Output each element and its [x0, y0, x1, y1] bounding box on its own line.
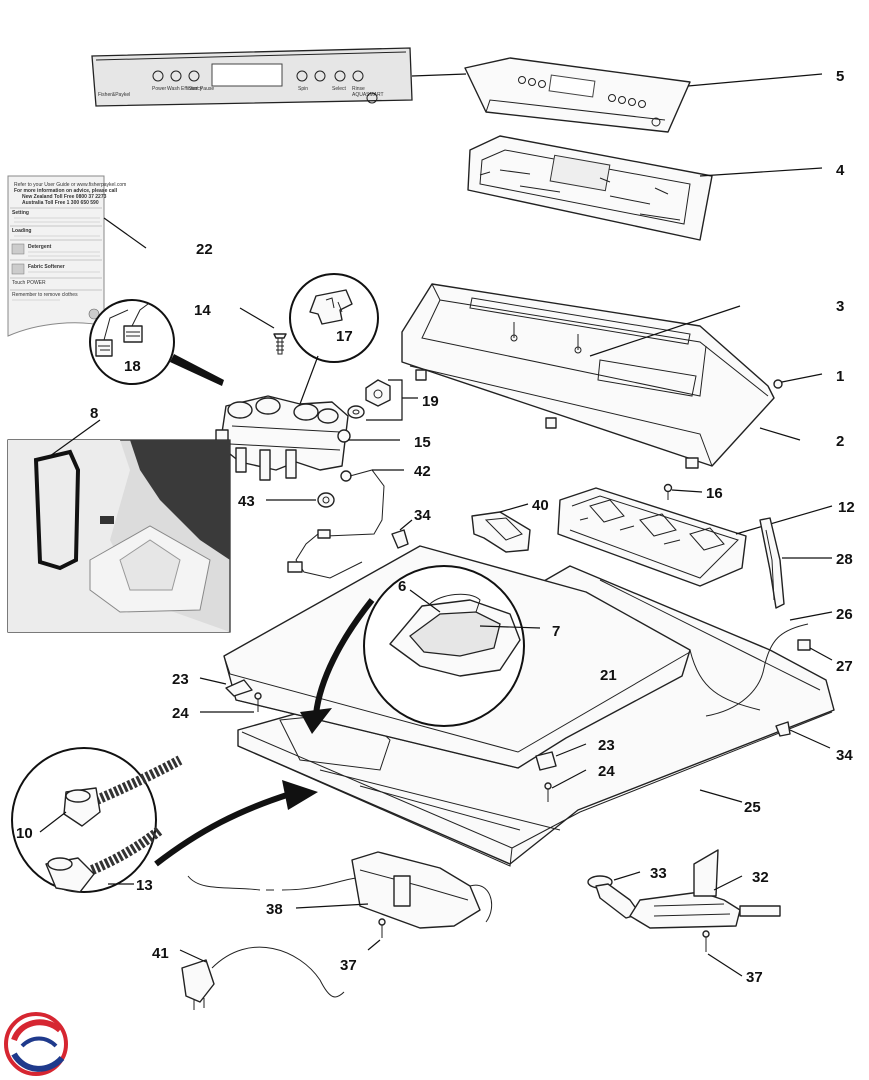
- label-42: 42: [414, 463, 431, 480]
- label-26: 26: [836, 606, 853, 623]
- sensor-42: [287, 469, 404, 579]
- label-4: 4: [836, 162, 845, 179]
- arrow-into-tub: [300, 598, 375, 734]
- cable-26: [705, 611, 833, 717]
- label-23-left: 23: [172, 671, 189, 688]
- photo-inset-8: [7, 419, 231, 633]
- label-13: 13: [136, 877, 153, 894]
- user-guide-card: Refer to your User Guide or www.fisherpa…: [7, 175, 147, 337]
- fascia-btn-power: Power: [152, 86, 167, 92]
- bracket-40: [471, 503, 531, 553]
- label-21: 21: [600, 667, 617, 684]
- console-top: [401, 283, 801, 469]
- fascia-brand: Fisher&Paykel: [98, 92, 130, 98]
- label-19: 19: [422, 393, 439, 410]
- label-7: 7: [552, 623, 560, 640]
- fascia-btn-select: Select: [332, 86, 347, 92]
- guide-line-6: Detergent: [28, 244, 52, 250]
- grommet-43: [266, 492, 335, 508]
- fascia-btn-wash: Wash Efficiency: [167, 86, 203, 92]
- bumper-23-right: [535, 743, 587, 771]
- valve-assembly-15: [215, 395, 400, 481]
- label-10: 10: [16, 825, 33, 842]
- label-24-left: 24: [172, 705, 189, 722]
- label-18: 18: [124, 358, 141, 375]
- guide-line-7: Fabric Softener: [28, 264, 65, 270]
- guide-line-9: Remember to remove clothes: [12, 292, 78, 298]
- label-25: 25: [744, 799, 761, 816]
- label-24-right: 24: [598, 763, 615, 780]
- guide-line-3: Australia Toll Free 1 300 650 590: [22, 200, 99, 206]
- fascia-panel-small: [464, 57, 823, 133]
- label-37-right: 37: [746, 969, 763, 986]
- guide-line-0: Refer to your User Guide or www.fisherpa…: [14, 182, 126, 188]
- label-3: 3: [836, 298, 844, 315]
- screw-24-right: [544, 769, 587, 802]
- clip-34-right: [775, 721, 831, 749]
- clip-34-top: [391, 519, 413, 549]
- label-34-top: 34: [414, 507, 431, 524]
- fascia-btn-rinse: Rinse: [352, 86, 365, 92]
- label-2: 2: [836, 433, 844, 450]
- drain-pump-32-33: [587, 849, 781, 929]
- callout-10-13: [11, 747, 183, 893]
- label-17: 17: [336, 328, 353, 345]
- guide-line-2: New Zealand Toll Free 0800 37 2273: [22, 194, 107, 200]
- bumper-23-left: [199, 677, 253, 697]
- fascia-btn-start: Start Pause: [188, 86, 214, 92]
- screw-14: [239, 307, 287, 355]
- fascia-frame: [467, 135, 823, 241]
- screw-37-right: [702, 930, 743, 977]
- screw-1: [773, 373, 823, 389]
- screw-37-left: [367, 918, 386, 951]
- callout-6-7: [363, 565, 541, 727]
- arrow-into-cabinet: [154, 780, 318, 867]
- label-34-right: 34: [836, 747, 853, 764]
- label-23-right: 23: [598, 737, 615, 754]
- label-6: 6: [398, 578, 406, 595]
- label-43: 43: [238, 493, 255, 510]
- control-board-12: [557, 487, 833, 587]
- nut-19: [347, 379, 418, 421]
- label-12: 12: [838, 499, 855, 516]
- label-38: 38: [266, 901, 283, 918]
- screw-24-left: [200, 692, 262, 713]
- fascia-btn-spin: Spin: [298, 86, 308, 92]
- label-5: 5: [836, 68, 844, 85]
- label-40: 40: [532, 497, 549, 514]
- label-8: 8: [90, 405, 98, 422]
- connector-27: [797, 639, 833, 661]
- guide-line-8: Touch POWER: [12, 280, 46, 286]
- label-33: 33: [650, 865, 667, 882]
- callout-17: [289, 273, 379, 405]
- part-labels: 5 4 22 3 14 17 18 1 19 2 8 15 42 16 43 4…: [16, 68, 855, 986]
- label-16: 16: [706, 485, 723, 502]
- bracket-28: [759, 517, 832, 609]
- label-1: 1: [836, 368, 844, 385]
- guide-line-5: Loading: [12, 228, 31, 234]
- power-cord-41: [179, 946, 345, 1010]
- brand-logo: [4, 1012, 68, 1076]
- label-22: 22: [196, 241, 213, 258]
- callout-18: [89, 299, 224, 386]
- label-37-left: 37: [340, 957, 357, 974]
- label-32: 32: [752, 869, 769, 886]
- label-27: 27: [836, 658, 853, 675]
- label-41: 41: [152, 945, 169, 962]
- guide-line-4: Setting: [12, 210, 29, 216]
- label-15: 15: [414, 434, 431, 451]
- guide-line-1: For more information on advice, please c…: [14, 188, 118, 194]
- label-28: 28: [836, 551, 853, 568]
- label-14: 14: [194, 302, 211, 319]
- fascia-panel-large: Fisher&Paykel AQUASMART Power Wash Effic…: [91, 47, 467, 107]
- switch-38: [187, 851, 493, 929]
- screw-16: [663, 483, 703, 500]
